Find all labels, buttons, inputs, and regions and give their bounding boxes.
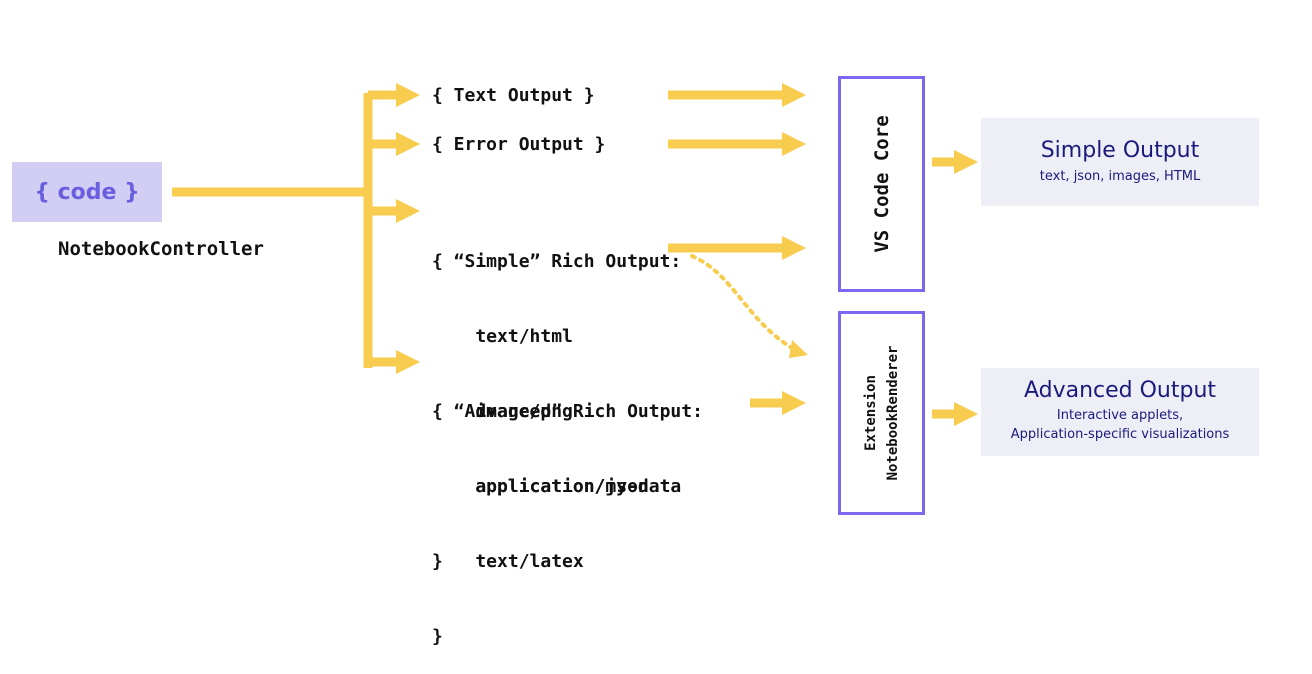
advanced-rich-line: }	[432, 626, 443, 647]
arrow-advanced-rich-to-extension	[750, 391, 806, 415]
extension-label-line1: Extension	[862, 375, 879, 451]
advanced-rich-line: application/my-data	[432, 476, 682, 497]
arrow-text-to-core	[668, 83, 806, 107]
arrow-core-to-simple-output	[932, 150, 978, 174]
simple-output-title: Simple Output	[1040, 138, 1200, 163]
branch-arrow-advanced-rich	[368, 350, 420, 374]
simple-rich-line: text/html	[432, 326, 573, 347]
error-output-label: { Error Output }	[432, 134, 606, 155]
branch-arrow-error	[368, 132, 420, 156]
code-box: { code }	[12, 162, 162, 222]
advanced-rich-line: { “Advanced” Rich Output:	[432, 401, 703, 422]
advanced-output-panel: Advanced Output Interactive applets, App…	[981, 368, 1259, 456]
dotted-arrow-simple-to-extension	[690, 254, 808, 358]
simple-rich-line: image/png	[432, 401, 573, 422]
simple-output-subtitle: text, json, images, HTML	[1039, 169, 1201, 184]
advanced-output-subtitle-line2: Application-specific visualizations	[1010, 427, 1230, 442]
simple-rich-line: application/json	[432, 476, 649, 497]
code-label: { code }	[34, 179, 140, 205]
simple-rich-line: { “Simple” Rich Output:	[432, 251, 682, 272]
simple-rich-output-block: { “Simple” Rich Output: text/html image/…	[432, 199, 681, 599]
advanced-output-title: Advanced Output	[1023, 378, 1217, 403]
advanced-output-subtitle-line1: Interactive applets,	[1056, 408, 1184, 423]
extension-renderer-label: Extension NotebookRenderer	[860, 346, 904, 481]
text-output-label: { Text Output }	[432, 85, 595, 106]
arrow-error-to-core	[668, 132, 806, 156]
advanced-rich-output-block: { “Advanced” Rich Output: application/my…	[432, 349, 703, 674]
vs-code-core-label: VS Code Core	[870, 115, 893, 253]
branch-arrow-text	[368, 83, 420, 107]
extension-renderer-box: Extension NotebookRenderer	[838, 311, 925, 515]
arrow-simple-rich-to-core	[668, 236, 806, 260]
branch-arrow-simple-rich	[368, 199, 420, 223]
simple-output-panel: Simple Output text, json, images, HTML	[981, 118, 1259, 206]
notebook-controller-label: NotebookController	[58, 238, 264, 260]
extension-label-line2: NotebookRenderer	[884, 345, 901, 481]
vs-code-core-box: VS Code Core	[838, 76, 925, 292]
flow-diagram	[172, 83, 978, 426]
advanced-rich-line: text/latex	[432, 551, 584, 572]
arrow-extension-to-advanced-output	[932, 402, 978, 426]
